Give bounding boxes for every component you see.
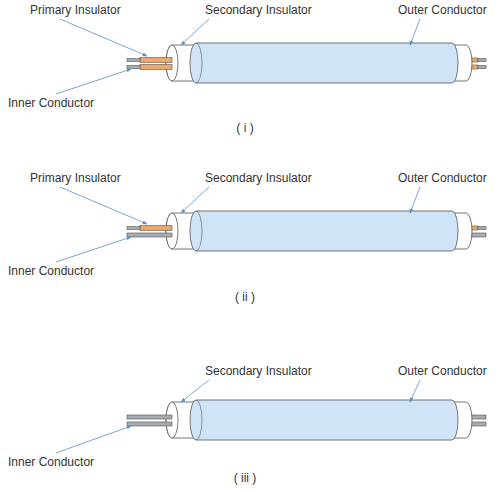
part-label: Outer Conductor bbox=[398, 171, 487, 185]
primary-insulator bbox=[140, 226, 172, 231]
part-label: Secondary Insulator bbox=[205, 171, 312, 185]
insulator-face bbox=[166, 402, 178, 438]
outer-conductor-edge bbox=[196, 400, 202, 440]
part-label: Primary Insulator bbox=[30, 3, 121, 17]
cable bbox=[127, 400, 486, 440]
figure-caption: ( ii ) bbox=[235, 290, 255, 304]
cable bbox=[127, 211, 486, 251]
inner-conductor bbox=[127, 59, 140, 62]
inner-conductor bbox=[127, 415, 172, 419]
leader-line bbox=[56, 237, 131, 262]
part-label: Outer Conductor bbox=[398, 3, 487, 17]
cable bbox=[127, 43, 486, 83]
leader-line bbox=[410, 19, 420, 45]
part-label: Outer Conductor bbox=[398, 364, 487, 378]
figure-caption: ( iii ) bbox=[234, 471, 257, 485]
part-label: Inner Conductor bbox=[8, 96, 94, 110]
figure-caption: ( i ) bbox=[236, 121, 253, 135]
inner-conductor bbox=[127, 227, 140, 230]
part-label: Inner Conductor bbox=[8, 455, 94, 469]
outer-conductor-edge bbox=[196, 211, 202, 251]
leader-line bbox=[181, 19, 209, 45]
leader-line bbox=[181, 380, 209, 402]
leader-line bbox=[56, 426, 131, 453]
leader-line bbox=[181, 187, 209, 213]
leader-line bbox=[410, 380, 420, 402]
outer-conductor bbox=[190, 400, 458, 440]
part-label: Inner Conductor bbox=[8, 264, 94, 278]
outer-conductor bbox=[190, 211, 458, 251]
leader-line bbox=[56, 69, 131, 94]
part-label: Primary Insulator bbox=[30, 171, 121, 185]
primary-insulator bbox=[140, 58, 172, 63]
insulator-face bbox=[166, 213, 178, 249]
part-label: Secondary Insulator bbox=[205, 3, 312, 17]
inner-conductor bbox=[127, 233, 172, 237]
insulator-face bbox=[166, 45, 178, 81]
outer-conductor bbox=[190, 43, 458, 83]
inner-conductor bbox=[478, 66, 486, 69]
inner-conductor bbox=[478, 227, 486, 230]
inner-conductor bbox=[478, 59, 486, 62]
part-label: Secondary Insulator bbox=[205, 364, 312, 378]
inner-conductor bbox=[127, 422, 172, 426]
leader-line bbox=[60, 187, 147, 224]
leader-line bbox=[410, 187, 420, 213]
primary-insulator bbox=[140, 65, 172, 70]
leader-line bbox=[60, 19, 147, 56]
inner-conductor bbox=[127, 66, 140, 69]
outer-conductor-edge bbox=[196, 43, 202, 83]
